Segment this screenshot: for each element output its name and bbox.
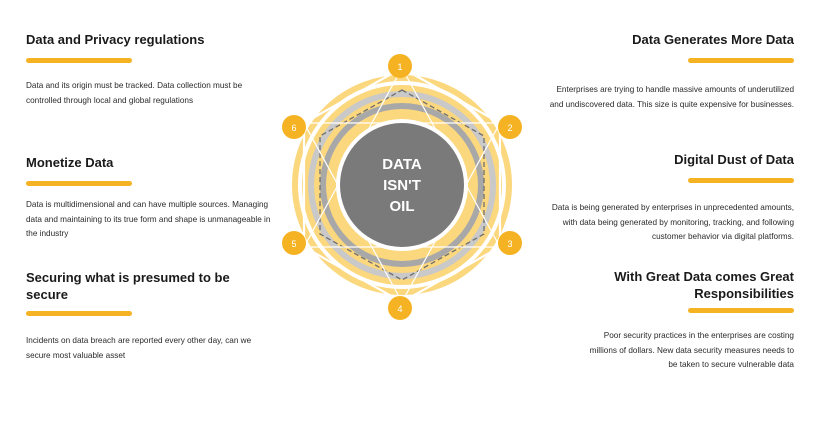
center-title: DATA ISN'T OIL [341, 154, 463, 217]
accent-bar [688, 58, 794, 63]
section-data-privacy: Data and Privacy regulations Data and it… [26, 31, 276, 108]
node-circle [388, 296, 412, 320]
section-digital-dust: Digital Dust of Data Data is being gener… [549, 151, 794, 245]
accent-bar [26, 181, 132, 186]
accent-bar [26, 311, 132, 316]
section-text: Incidents on data breach are reported ev… [26, 336, 252, 360]
section-text: Data and its origin must be tracked. Dat… [26, 81, 243, 105]
node-label: 4 [397, 304, 402, 314]
node-5: 5 [282, 231, 306, 255]
node-label: 5 [291, 239, 296, 249]
section-text: Enterprises are trying to handle massive… [549, 85, 794, 109]
section-securing: Securing what is presumed to be secure I… [26, 269, 251, 363]
node-3: 3 [498, 231, 522, 255]
node-2: 2 [498, 115, 522, 139]
section-title: Data Generates More Data [632, 32, 794, 47]
node-label: 2 [507, 123, 512, 133]
node-circle [282, 231, 306, 255]
section-great-responsibilities: With Great Data comes Great Responsibili… [590, 268, 794, 373]
section-text: Data is being generated by enterprises i… [551, 203, 794, 241]
data-isnt-oil-diagram: 1 2 3 4 5 6 [282, 54, 522, 320]
section-title: With Great Data comes Great Responsibili… [614, 269, 794, 301]
section-title: Data and Privacy regulations [26, 32, 205, 47]
section-title: Securing what is presumed to be secure [26, 270, 230, 302]
section-data-generates: Data Generates More Data Enterprises are… [549, 31, 794, 112]
accent-bar [26, 58, 132, 63]
center-disc [340, 123, 464, 247]
section-text: Data is multidimensional and can have mu… [26, 200, 271, 238]
center-line-3: OIL [389, 198, 415, 215]
node-1: 1 [388, 54, 412, 78]
node-label: 1 [397, 62, 402, 72]
section-text: Poor security practices in the enterpris… [589, 331, 794, 369]
section-title: Digital Dust of Data [674, 152, 794, 167]
accent-bar [688, 178, 794, 183]
node-circle [498, 115, 522, 139]
section-title: Monetize Data [26, 155, 114, 170]
node-circle [498, 231, 522, 255]
node-label: 6 [291, 123, 296, 133]
node-circle [388, 54, 412, 78]
node-circle [282, 115, 306, 139]
accent-bar [688, 308, 794, 313]
node-4: 4 [388, 296, 412, 320]
section-monetize-data: Monetize Data Data is multidimensional a… [26, 154, 276, 242]
node-label: 3 [507, 239, 512, 249]
center-line-1: DATA [382, 156, 422, 173]
center-line-2: ISN'T [383, 177, 421, 194]
node-6: 6 [282, 115, 306, 139]
